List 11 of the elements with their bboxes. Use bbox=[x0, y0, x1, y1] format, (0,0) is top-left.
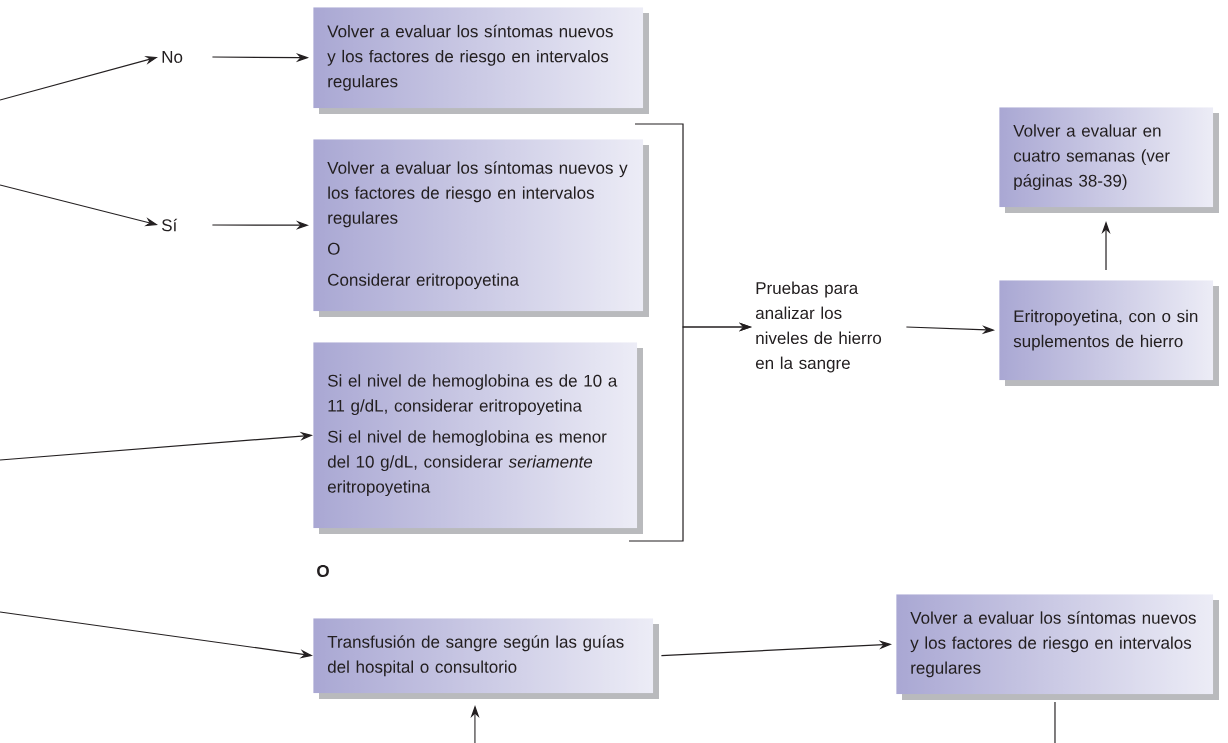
process-box: Volver a evaluar en cuatro semanas (ver páginas 38-39) bbox=[999, 107, 1219, 213]
or-label: O bbox=[317, 564, 329, 577]
process-box: Eritropoyetina, con o sin suplementos de hierro bbox=[999, 280, 1219, 386]
step-text: Sí bbox=[162, 218, 178, 232]
process-box: Volver a evaluar los síntomas nuevos y los factores de riesgo en intervalos regulares O Considerar eritropoyetina bbox=[313, 139, 649, 317]
step-text: Pruebas para analizar los niveles de hierro en la sangre bbox=[755, 281, 882, 373]
process-box: Volver a evaluar los síntomas nuevos y los factores de riesgo en intervalos regulares bbox=[896, 594, 1219, 700]
process-box: Si el nivel de hemoglobina es de 10 a 11 g/dL, considerar eritropoyetina Si el nivel de hemoglobina es menor del 10 g/dL, considerar seriamente eritropoyetina bbox=[313, 342, 643, 534]
process-box: Volver a evaluar los síntomas nuevos y los factores de riesgo en intervalos regulares bbox=[313, 7, 649, 114]
step-text: No bbox=[162, 51, 183, 63]
process-box: Transfusión de sangre según las guías del hospital o consultorio bbox=[313, 618, 659, 699]
